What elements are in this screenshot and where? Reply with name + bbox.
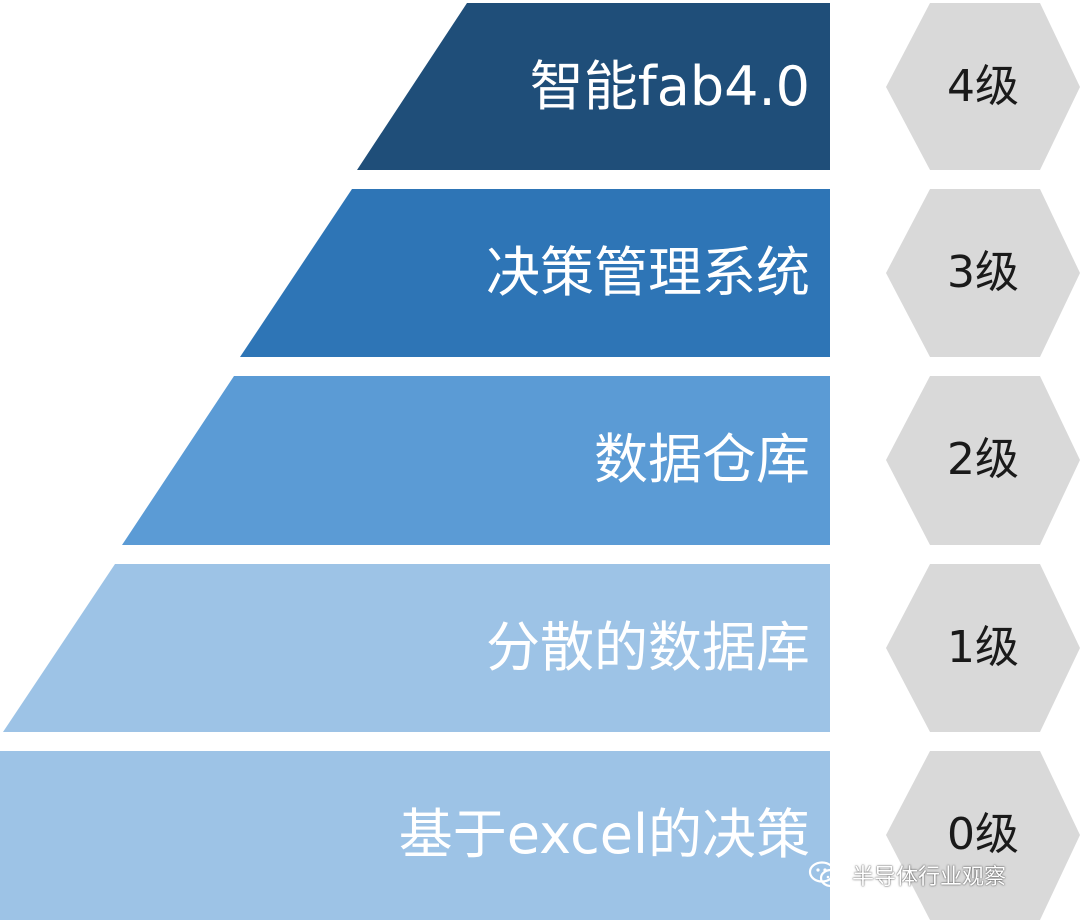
tier-4-label: 智能fab4.0 <box>529 55 810 118</box>
tier-0-label: 基于excel的决策 <box>398 803 810 866</box>
hexagon-level-3 <box>886 189 1080 357</box>
tier-3-label: 决策管理系统 <box>486 241 810 304</box>
watermark-text: 半导体行业观察 <box>852 865 1007 890</box>
hexagon-level-4 <box>886 3 1080 170</box>
level-3-label: 3级 <box>947 247 1019 298</box>
level-1-label: 1级 <box>947 622 1019 673</box>
hexagon-level-1 <box>886 564 1080 732</box>
tier-2-label: 数据仓库 <box>594 428 810 491</box>
wechat-icon <box>808 860 844 890</box>
tier-1-label: 分散的数据库 <box>486 616 810 679</box>
tier-3-shape <box>240 189 830 357</box>
level-0-label: 0级 <box>947 809 1019 860</box>
tier-4-shape <box>357 3 830 170</box>
tier-0-shape <box>0 751 830 920</box>
tier-2-shape <box>122 376 830 545</box>
level-2-label: 2级 <box>947 434 1019 485</box>
hexagon-level-2 <box>886 376 1080 545</box>
hexagon-level-0 <box>886 751 1080 920</box>
tier-1-shape <box>3 564 830 732</box>
watermark: 半导体行业观察 <box>808 855 1006 895</box>
level-4-label: 4级 <box>947 61 1019 112</box>
